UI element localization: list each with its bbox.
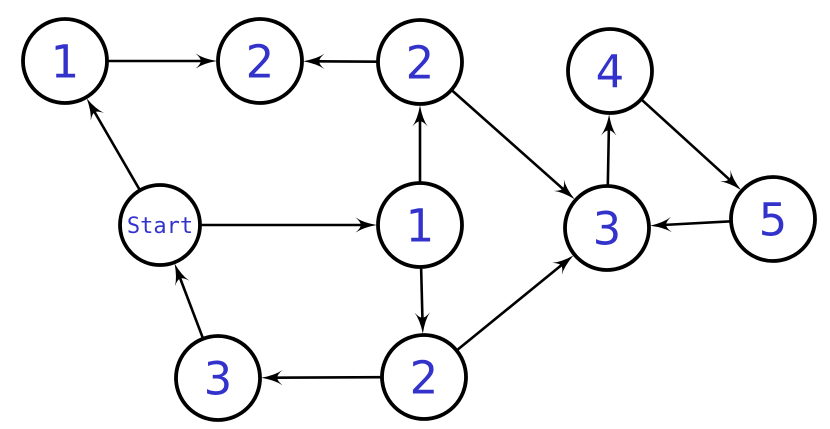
- node-label: 4: [596, 45, 625, 98]
- graph-edge-n3-bottom-to-n-start: [174, 263, 205, 340]
- node-label: 3: [204, 352, 233, 405]
- graph-node-n5: 5: [729, 175, 817, 263]
- node-label: 5: [759, 193, 788, 246]
- edges-layer: [86, 53, 741, 386]
- node-circle: [118, 183, 202, 267]
- graph-edge-n2-bottom-to-n3-bottom: [261, 369, 383, 386]
- node-label: 1: [406, 199, 435, 252]
- graph-edge-n1-mid-to-n2-bottom: [414, 266, 430, 334]
- graph-node-n3-right: 3: [563, 184, 651, 272]
- node-label: Start: [127, 214, 193, 239]
- graph-edge-n2-bottom-to-n3-right: [455, 255, 574, 352]
- graph-node-n2-bottom: 2: [380, 333, 468, 421]
- node-label: 2: [410, 351, 439, 404]
- node-circle: [216, 17, 304, 105]
- graph-edge-n5-to-n3-right: [650, 216, 732, 233]
- graph-node-n2-top-mid: 2: [376, 18, 464, 106]
- graph-node-n-start: Start: [118, 183, 202, 267]
- graph-edge-n4-to-n5: [640, 98, 741, 191]
- node-label: 2: [246, 35, 275, 88]
- graph-node-n4: 4: [566, 27, 654, 115]
- node-circle: [376, 181, 464, 269]
- node-label: 1: [51, 35, 80, 88]
- node-circle: [376, 18, 464, 106]
- graph-edge-n2-top-mid-to-n3-right: [450, 88, 575, 200]
- node-circle: [566, 27, 654, 115]
- graph-node-n1-mid: 1: [376, 181, 464, 269]
- node-circle: [729, 175, 817, 263]
- graph-node-n1-top-left: 1: [21, 17, 109, 105]
- node-circle: [380, 333, 468, 421]
- graph-edge-n-start-to-n1-top-left: [86, 98, 142, 192]
- graph-node-n3-bottom: 3: [174, 334, 262, 422]
- graph-edge-n3-right-to-n4: [601, 114, 617, 187]
- graph-node-n2-top: 2: [216, 17, 304, 105]
- node-circle: [563, 184, 651, 272]
- node-label: 3: [593, 202, 622, 255]
- node-label: 2: [406, 36, 435, 89]
- node-circle: [21, 17, 109, 105]
- node-circle: [174, 334, 262, 422]
